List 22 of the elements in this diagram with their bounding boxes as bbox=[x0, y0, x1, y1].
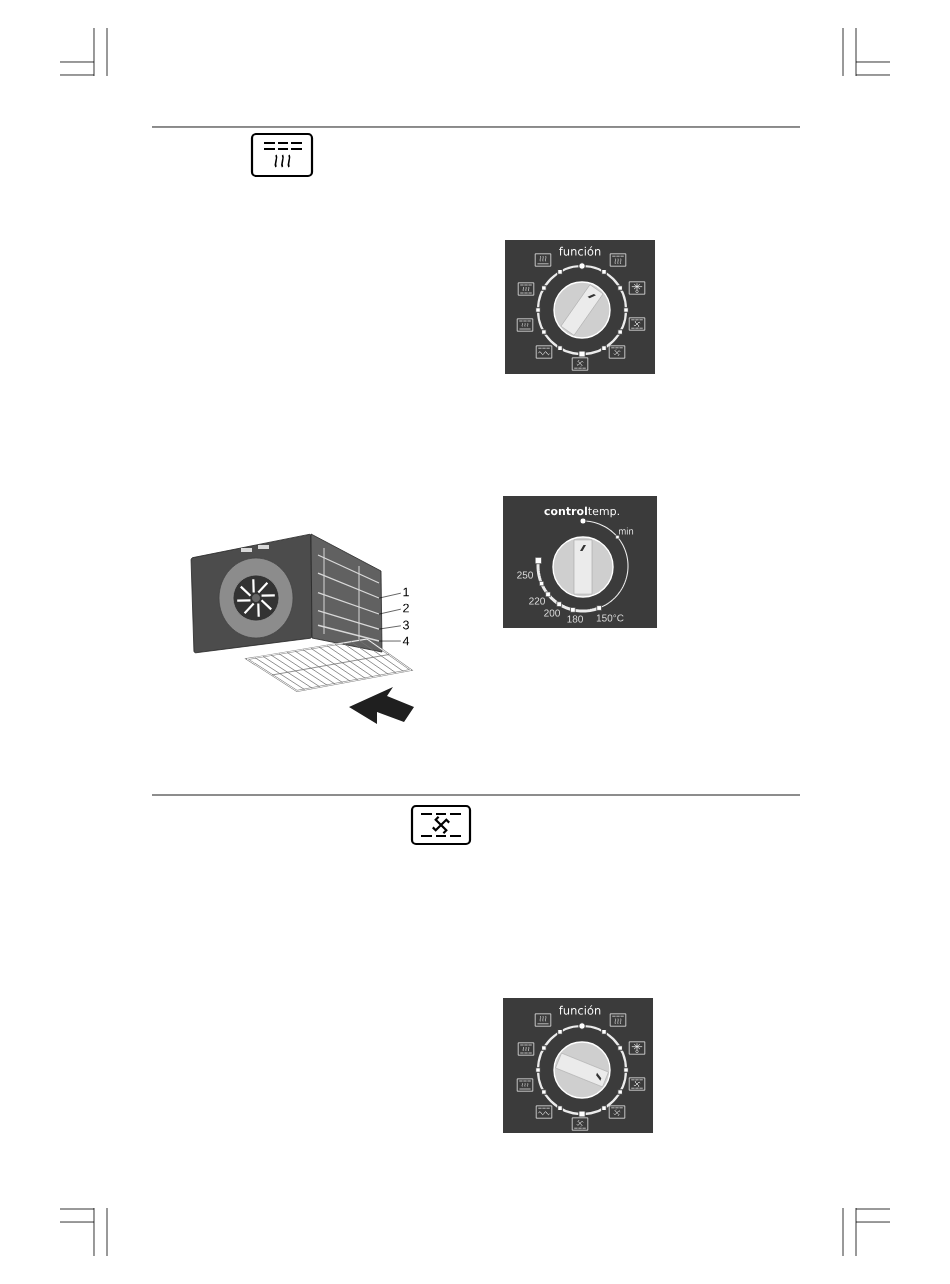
scale-label: 250 bbox=[517, 571, 533, 579]
shelf-rail bbox=[317, 554, 380, 584]
dial-label: función bbox=[559, 1005, 601, 1015]
shelf-rail bbox=[317, 624, 380, 642]
leader-line bbox=[378, 592, 402, 599]
leader-line bbox=[378, 625, 402, 630]
leader-line bbox=[378, 608, 402, 615]
shelf-rail bbox=[317, 591, 380, 615]
dial-label: controltemp. bbox=[544, 506, 619, 518]
scale-label: 180 bbox=[567, 615, 583, 623]
scale-label: 220 bbox=[529, 597, 545, 605]
dial-label: función bbox=[559, 246, 601, 256]
leader-line bbox=[378, 640, 402, 642]
callout-number: 3 bbox=[403, 620, 409, 630]
scale-label: 150°C bbox=[596, 614, 624, 622]
callout-number: 4 bbox=[402, 636, 410, 646]
shelf-rail bbox=[317, 572, 380, 599]
scale-label: 200 bbox=[544, 609, 560, 617]
callout-number: 1 bbox=[403, 587, 409, 597]
scale-label: min bbox=[619, 527, 634, 535]
callout-number: 2 bbox=[403, 603, 409, 613]
shelf-rail bbox=[317, 610, 380, 630]
